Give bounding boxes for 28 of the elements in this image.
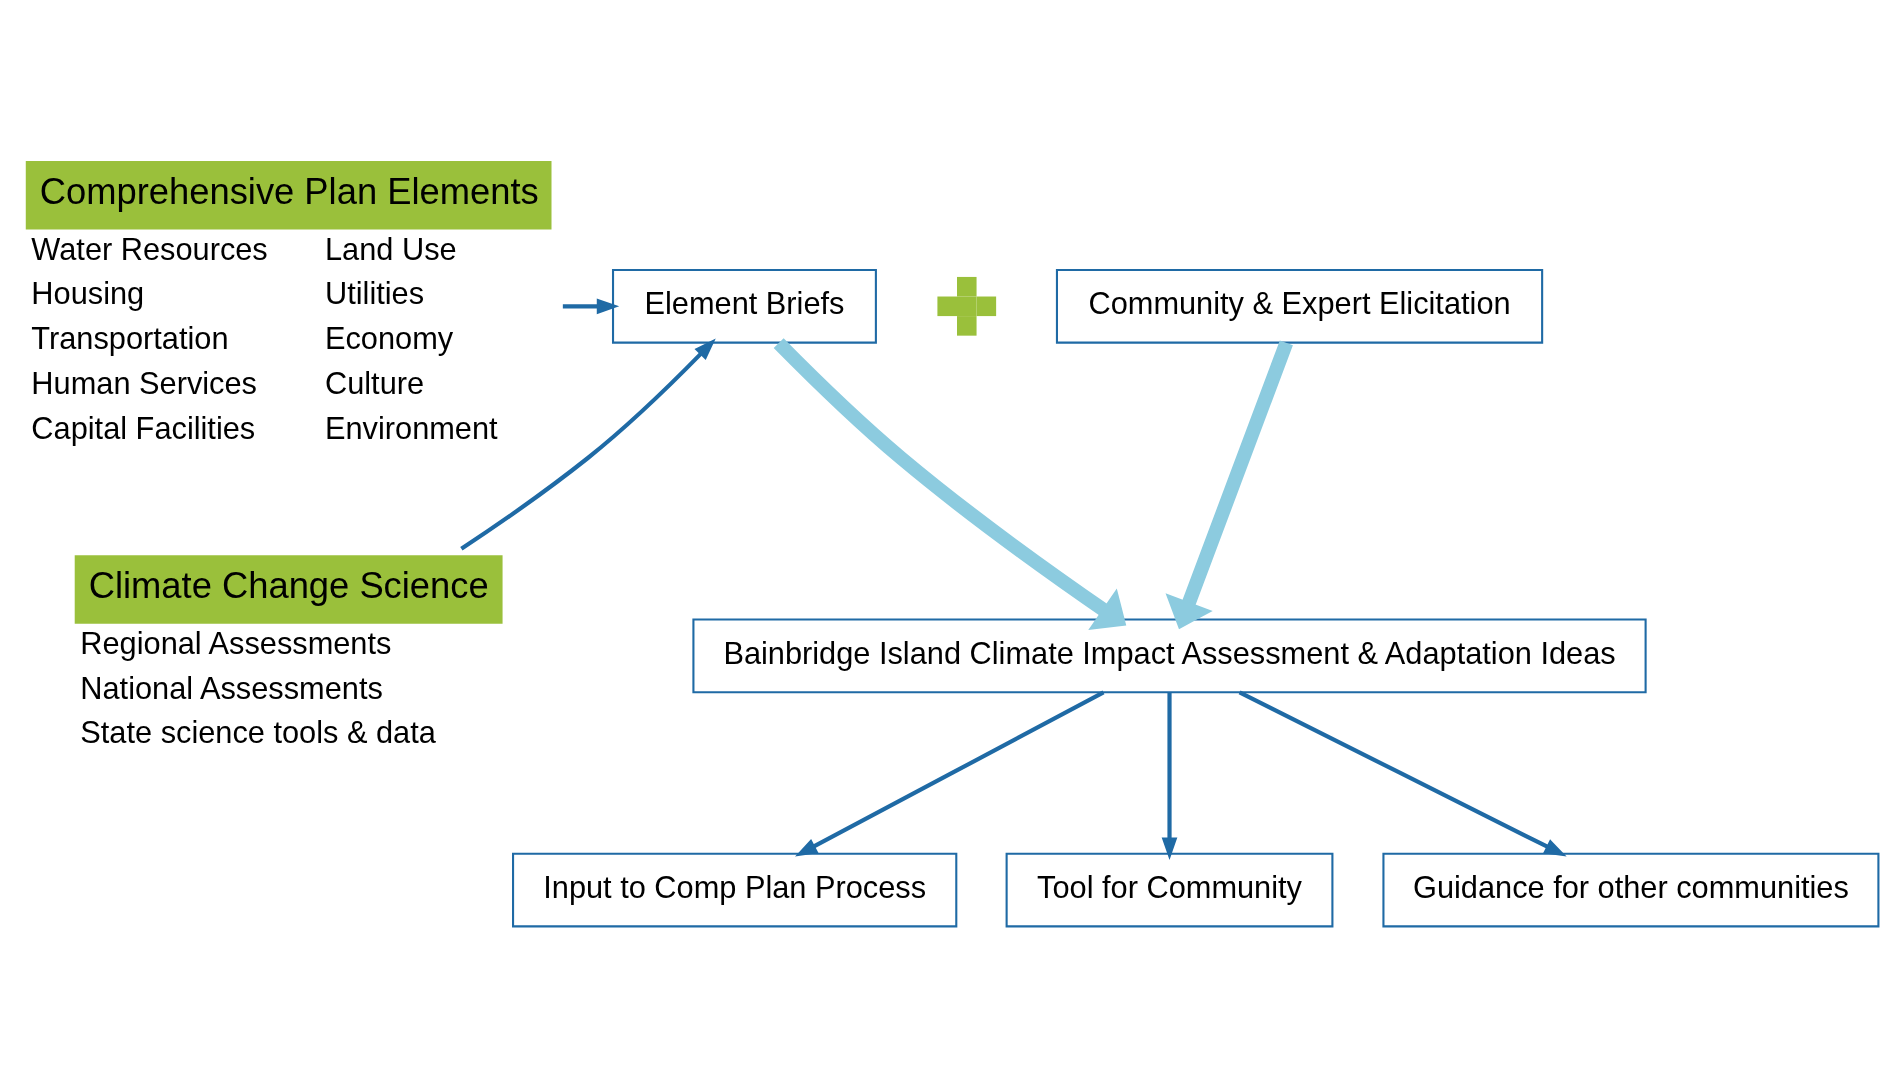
arrow [795,690,1105,857]
node-box: Bainbridge Island Climate Impact Assessment & Adaptation Ideas [692,618,1647,694]
node-box: Comprehensive Plan Elements [25,160,552,230]
node-label: Human Services [31,365,257,401]
node-label: Regional Assessments [80,625,392,661]
node-box: Community & Expert Elicitation [1055,268,1544,344]
node-label: Culture [324,365,425,401]
node-label: National Assessments [80,670,383,706]
node-label: Water Resources [31,231,268,267]
node-box: Guidance for other communities [1382,852,1880,928]
node-label: Economy [324,321,454,357]
node-box: Element Briefs [612,268,877,344]
arrow [562,298,620,315]
node-label: Transportation [31,321,229,357]
arrow [773,338,1127,630]
node-box: Tool for Community [1005,852,1334,928]
node-label: Environment [324,410,498,446]
arrow [1165,340,1293,630]
node-label: Capital Facilities [31,410,256,446]
node-box: Input to Comp Plan Process [512,852,958,928]
node-label: State science tools & data [80,715,436,751]
node-label: Housing [31,276,145,312]
arrow [460,338,716,551]
node-label: Land Use [324,231,457,267]
node-label: Utilities [324,276,425,312]
arrow [1238,690,1567,857]
node-box: Climate Change Science [74,555,503,624]
arrow [1161,692,1178,860]
